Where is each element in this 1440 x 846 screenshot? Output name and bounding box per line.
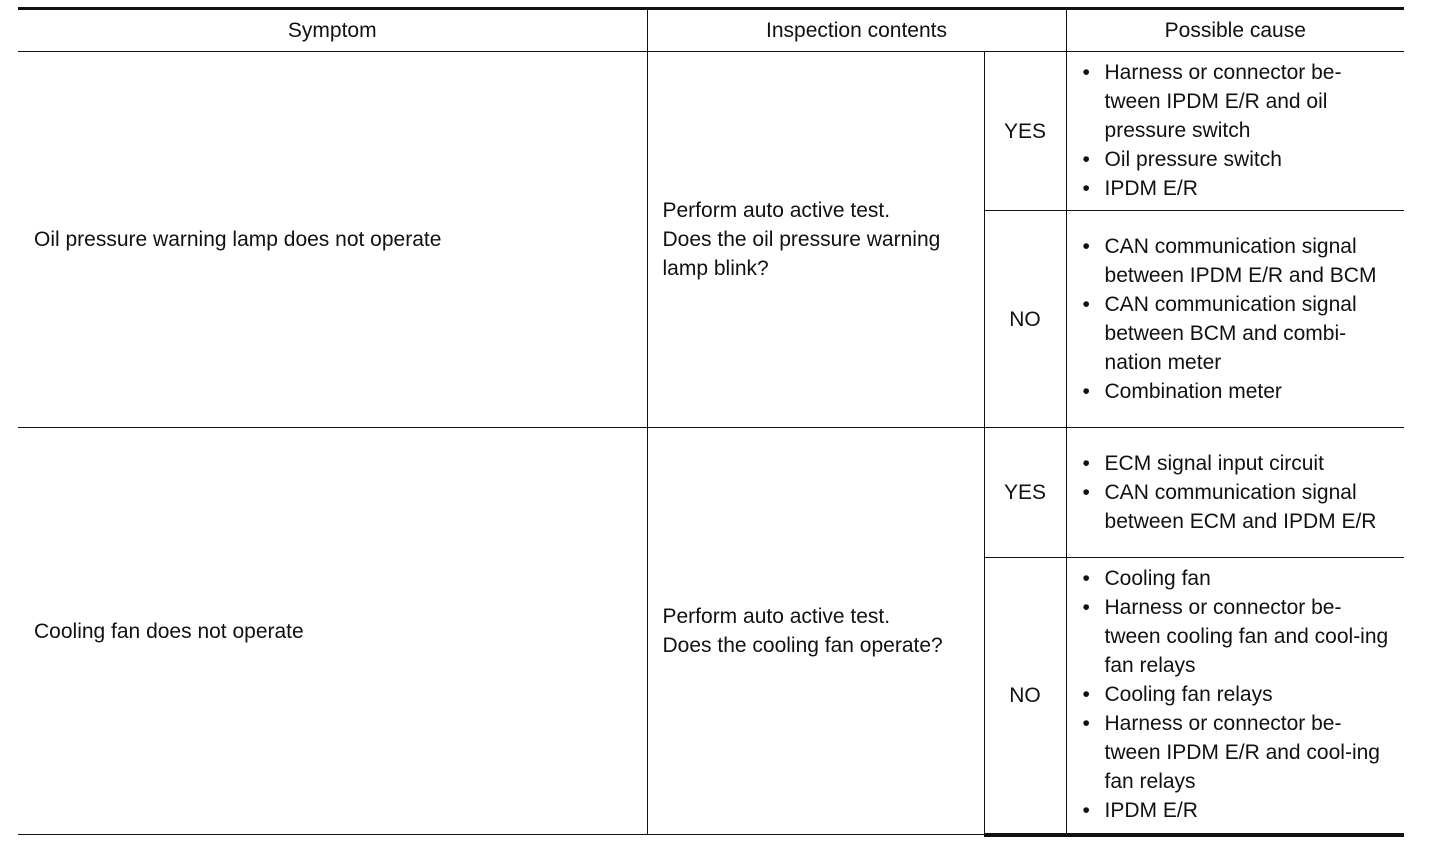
cause-text: Cooling fan relays: [1104, 683, 1273, 707]
cause-text: Oil pressure switch: [1104, 148, 1282, 171]
cause-list-item: • Harness or connector be-tween cooling f…: [1083, 593, 1395, 680]
answer-no: NO: [984, 557, 1067, 837]
cause-text: Combination meter: [1104, 379, 1282, 403]
cause-text: Harness or connector be-tween IPDM E/R a…: [1104, 61, 1342, 142]
cause-list-item: • Cooling fan: [1083, 564, 1395, 593]
cause-list-item: • Cooling fan relays: [1083, 680, 1395, 709]
no-cause-list: • CAN communication signal between IPDM E…: [1083, 232, 1395, 406]
possible-cause-no: • Cooling fan • Harness or connector be-twe…: [1065, 557, 1405, 837]
cause-text: CAN communication signal between BCM and…: [1104, 292, 1357, 374]
cause-list-item: • ECM signal input circuit: [1083, 449, 1395, 478]
inspection-line: Perform auto active test.: [662, 605, 891, 628]
bullet-icon: •: [1082, 712, 1090, 736]
cause-list-item: • CAN communication signal between ECM an…: [1083, 478, 1395, 536]
cause-text: CAN communication signal between ECM and…: [1104, 480, 1377, 533]
inspection-cell: Perform auto active test. Does the coolin…: [646, 427, 985, 835]
answer-yes: YES: [983, 51, 1067, 211]
inspection-line: lamp blink?: [662, 257, 769, 280]
cause-text: Harness or connector be-tween IPDM E/R a…: [1104, 712, 1380, 794]
bullet-icon: •: [1082, 379, 1090, 403]
possible-cause-no: • CAN communication signal between IPDM E…: [1065, 210, 1405, 428]
cause-list-item: • IPDM E/R: [1083, 174, 1395, 203]
cause-list-item: • CAN communication signal between BCM an…: [1083, 290, 1395, 377]
cause-list-item: • CAN communication signal between IPDM E…: [1083, 232, 1395, 290]
header-inspection-contents: Inspection contents: [646, 7, 1067, 52]
yes-cause-list: • Harness or connector be-tween IPDM E/R …: [1083, 58, 1395, 203]
answer-yes: YES: [983, 427, 1067, 558]
inspection-line: Perform auto active test.: [662, 199, 891, 222]
header-symptom: Symptom: [18, 7, 648, 52]
bullet-icon: •: [1082, 683, 1090, 707]
table-row: Oil pressure warning lamp does not opera…: [18, 51, 1405, 428]
table-row: NO • Cooling fan • Harness or connector be-t…: [18, 557, 1405, 837]
bullet-icon: •: [1082, 177, 1090, 200]
bullet-icon: •: [1082, 292, 1090, 316]
cause-list-item: • IPDM E/R: [1083, 796, 1395, 825]
cause-list-item: • Harness or connector be-tween IPDM E/R …: [1083, 58, 1395, 145]
symptom-cell: Cooling fan does not operate: [18, 427, 648, 835]
diagnosis-table: Symptom Inspection contents Possible cau…: [18, 7, 1405, 837]
cause-text: ECM signal input circuit: [1104, 451, 1324, 475]
cause-list-item: • Oil pressure switch: [1083, 145, 1395, 174]
no-cause-list: • Cooling fan • Harness or connector be-twe…: [1083, 564, 1395, 825]
bullet-icon: •: [1082, 234, 1090, 258]
table-body: Oil pressure warning lamp does not opera…: [18, 51, 1405, 837]
bullet-icon: •: [1082, 61, 1090, 84]
possible-cause-yes: • Harness or connector be-tween IPDM E/R …: [1065, 51, 1405, 211]
header-row: Symptom Inspection contents Possible cau…: [18, 7, 1405, 52]
cause-text: CAN communication signal between IPDM E/…: [1104, 234, 1377, 287]
cause-text: IPDM E/R: [1104, 799, 1198, 823]
bullet-icon: •: [1082, 148, 1090, 171]
table-row: NO • CAN communication signal between IPDM…: [18, 210, 1405, 428]
bullet-icon: •: [1082, 480, 1090, 504]
header-possible-cause: Possible cause: [1065, 7, 1405, 52]
answer-no: NO: [984, 210, 1067, 428]
cause-list-item: • Combination meter: [1083, 377, 1395, 406]
cause-text: Harness or connector be-tween cooling fa…: [1104, 596, 1389, 678]
possible-cause-yes: • ECM signal input circuit • CAN communicat…: [1065, 427, 1405, 558]
yes-cause-list: • ECM signal input circuit • CAN communicat…: [1083, 449, 1395, 536]
symptom-cell: Oil pressure warning lamp does not opera…: [18, 51, 648, 428]
cause-list-item: • Harness or connector be-tween IPDM E/R …: [1083, 709, 1395, 796]
cause-text: Cooling fan: [1104, 567, 1211, 591]
bullet-icon: •: [1082, 567, 1090, 591]
inspection-line: Does the oil pressure warning: [662, 228, 941, 251]
bullet-icon: •: [1082, 596, 1090, 620]
bullet-icon: •: [1082, 799, 1090, 823]
inspection-line: Does the cooling fan operate?: [662, 634, 943, 657]
inspection-cell: Perform auto active test. Does the oil pr…: [646, 51, 985, 428]
cause-text: IPDM E/R: [1104, 177, 1198, 200]
bullet-icon: •: [1082, 451, 1090, 475]
